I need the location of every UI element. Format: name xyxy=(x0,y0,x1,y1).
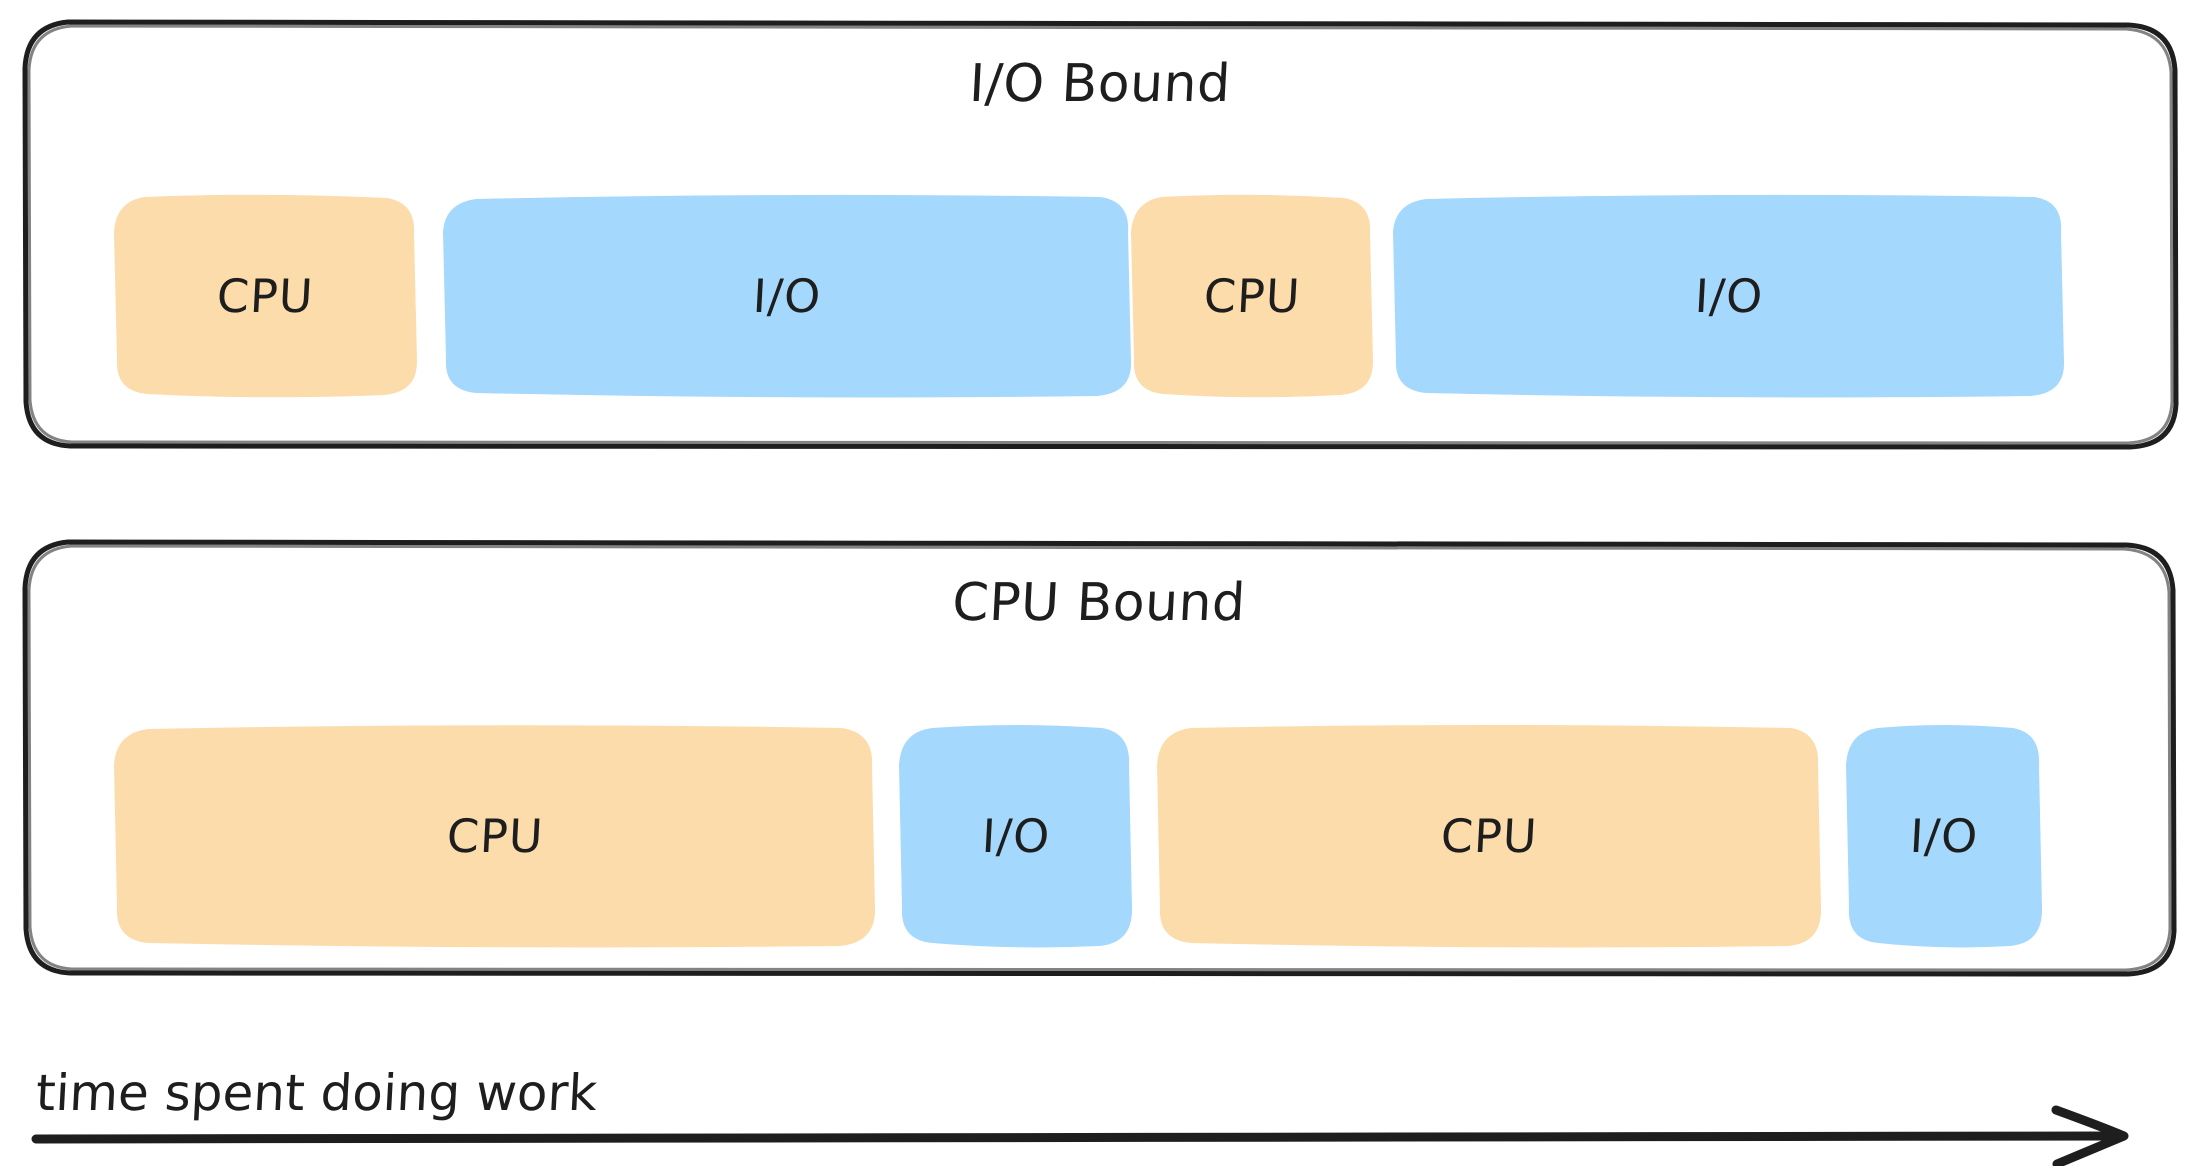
block-shape-io-icon xyxy=(443,194,1132,398)
panel-title-io-bound: I/O Bound xyxy=(967,54,1233,114)
block-label: I/O xyxy=(1693,269,1765,323)
block-shape-cpu-icon xyxy=(114,725,876,948)
panel-title-cpu-bound: CPU Bound xyxy=(950,573,1248,633)
block-cpu[interactable]: CPU xyxy=(110,192,420,400)
block-shape-cpu-icon xyxy=(1131,194,1374,398)
block-label: CPU xyxy=(445,809,545,863)
block-io[interactable]: I/O xyxy=(1843,722,2045,950)
block-shape-io-icon xyxy=(1846,725,2043,948)
block-cpu[interactable]: CPU xyxy=(110,722,880,950)
block-io[interactable]: I/O xyxy=(440,192,1135,400)
block-cpu[interactable]: CPU xyxy=(1153,722,1825,950)
block-cpu[interactable]: CPU xyxy=(1128,192,1376,400)
block-io[interactable]: I/O xyxy=(896,722,1136,950)
time-axis-label: time spent doing work xyxy=(34,1064,599,1122)
block-shape-io-icon xyxy=(899,725,1133,948)
block-shape-io-icon xyxy=(1393,194,2065,398)
block-label: I/O xyxy=(751,269,824,323)
block-io[interactable]: I/O xyxy=(1390,192,2068,400)
block-label: I/O xyxy=(980,809,1052,863)
panel-io-bound: I/O Bound CPU I/O CPU I/O xyxy=(20,18,2180,452)
block-shape-cpu-icon xyxy=(114,194,418,398)
block-label: CPU xyxy=(215,269,315,323)
block-label: I/O xyxy=(1908,809,1980,863)
block-shape-cpu-icon xyxy=(1157,725,1822,948)
time-axis-arrow-icon xyxy=(31,1105,2129,1166)
time-axis: time spent doing work xyxy=(0,1040,2204,1166)
block-label: CPU xyxy=(1439,809,1539,863)
block-label: CPU xyxy=(1202,269,1302,323)
panel-cpu-bound: CPU Bound CPU I/O CPU I/O xyxy=(20,537,2178,980)
